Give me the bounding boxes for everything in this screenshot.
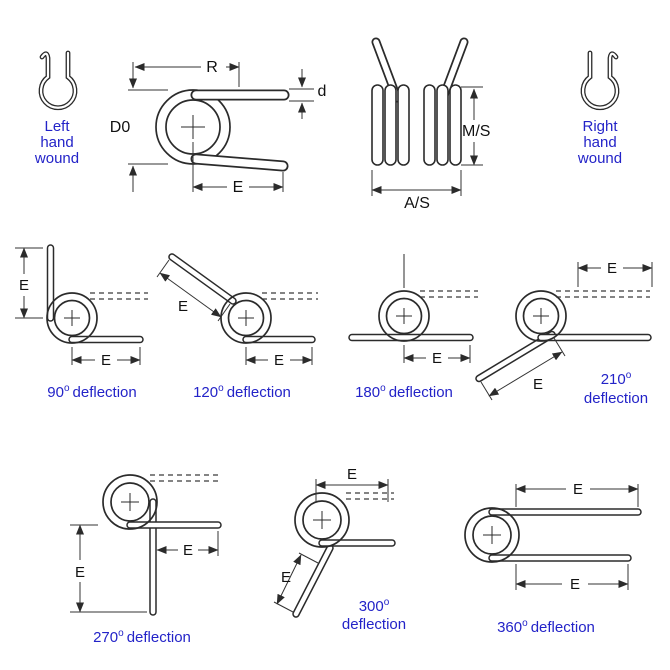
r-dimension bbox=[134, 62, 240, 87]
left-wound-label-3: wound bbox=[34, 150, 79, 167]
e-dimension-top bbox=[577, 262, 653, 287]
e-dimension-bottom bbox=[156, 531, 219, 556]
center-cross bbox=[181, 115, 205, 139]
deflection-label-300-line2: deflection bbox=[342, 616, 406, 633]
spring-side-view: M/S A/S bbox=[371, 37, 490, 212]
dim-label-d0: D0 bbox=[110, 119, 131, 136]
right-hand-wound-symbol: Right hand wound bbox=[577, 50, 622, 167]
dim-label-e: E bbox=[570, 576, 580, 593]
right-wound-label-1: Right bbox=[582, 118, 618, 135]
e-dimension-leg bbox=[480, 337, 566, 401]
dim-label-as: A/S bbox=[404, 195, 430, 212]
dim-label-e: E bbox=[347, 466, 357, 483]
deflection-label-300: 300o bbox=[359, 597, 390, 615]
free-position-dashed bbox=[346, 492, 394, 500]
dim-label-e: E bbox=[183, 542, 193, 559]
free-position-dashed bbox=[90, 292, 148, 300]
free-position-dashed bbox=[262, 292, 318, 300]
e-dimension-front bbox=[192, 142, 284, 192]
dim-label-e: E bbox=[178, 298, 188, 315]
coil-turns bbox=[371, 84, 462, 166]
deflection-300-diagram: E E 300o deflection bbox=[273, 466, 406, 633]
e-dimension-leg bbox=[156, 259, 231, 322]
center-cross bbox=[238, 310, 254, 326]
center-cross bbox=[313, 511, 331, 529]
left-wound-label-1: Left bbox=[44, 118, 70, 135]
dim-label-e-front: E bbox=[233, 179, 244, 196]
e-dimension-bottom bbox=[71, 347, 141, 365]
e-dimension-bottom bbox=[245, 347, 313, 365]
dim-label-e: E bbox=[573, 481, 583, 498]
dim-label-ms: M/S bbox=[462, 123, 490, 140]
dim-label-e: E bbox=[274, 352, 284, 369]
dim-label-d: d bbox=[318, 83, 327, 100]
dim-label-e: E bbox=[19, 277, 29, 294]
ms-dimension bbox=[461, 86, 483, 166]
wire-diameter-dimension bbox=[289, 69, 314, 119]
dim-label-r: R bbox=[206, 59, 218, 76]
center-cross bbox=[396, 308, 412, 324]
e-dimension-top bbox=[315, 479, 389, 502]
deflection-210-diagram: E E 210o deflection bbox=[475, 260, 653, 407]
e-dimension-bottom bbox=[403, 345, 471, 363]
as-dimension bbox=[371, 170, 462, 196]
left-hand-wound-symbol: Left hand wound bbox=[34, 50, 79, 167]
dim-label-e: E bbox=[432, 350, 442, 367]
d0-dimension bbox=[128, 62, 168, 192]
dim-label-e: E bbox=[101, 352, 111, 369]
left-wound-label-2: hand bbox=[40, 134, 73, 151]
right-wound-label-3: wound bbox=[577, 150, 622, 167]
center-cross bbox=[533, 308, 549, 324]
dim-label-e: E bbox=[281, 569, 291, 586]
center-cross bbox=[121, 493, 139, 511]
dim-label-e: E bbox=[607, 260, 617, 277]
e-dimension-top bbox=[515, 484, 639, 507]
right-wound-label-2: hand bbox=[583, 134, 616, 151]
e-dimension-vertical bbox=[70, 524, 147, 613]
center-cross bbox=[64, 310, 80, 326]
e-dimension-bottom bbox=[515, 564, 629, 590]
dim-label-e: E bbox=[533, 376, 543, 393]
free-position-dashed bbox=[556, 290, 650, 298]
free-position-dashed bbox=[420, 290, 478, 298]
spring-front-view: D0 R d E bbox=[110, 59, 327, 196]
free-position-dashed bbox=[150, 474, 222, 482]
dim-label-e: E bbox=[75, 564, 85, 581]
deflection-label-210: 210o bbox=[601, 370, 632, 388]
center-cross bbox=[483, 526, 501, 544]
deflection-label-210-line2: deflection bbox=[584, 390, 648, 407]
e-dimension-leg bbox=[273, 552, 319, 613]
e-dimension-vertical bbox=[15, 247, 43, 319]
